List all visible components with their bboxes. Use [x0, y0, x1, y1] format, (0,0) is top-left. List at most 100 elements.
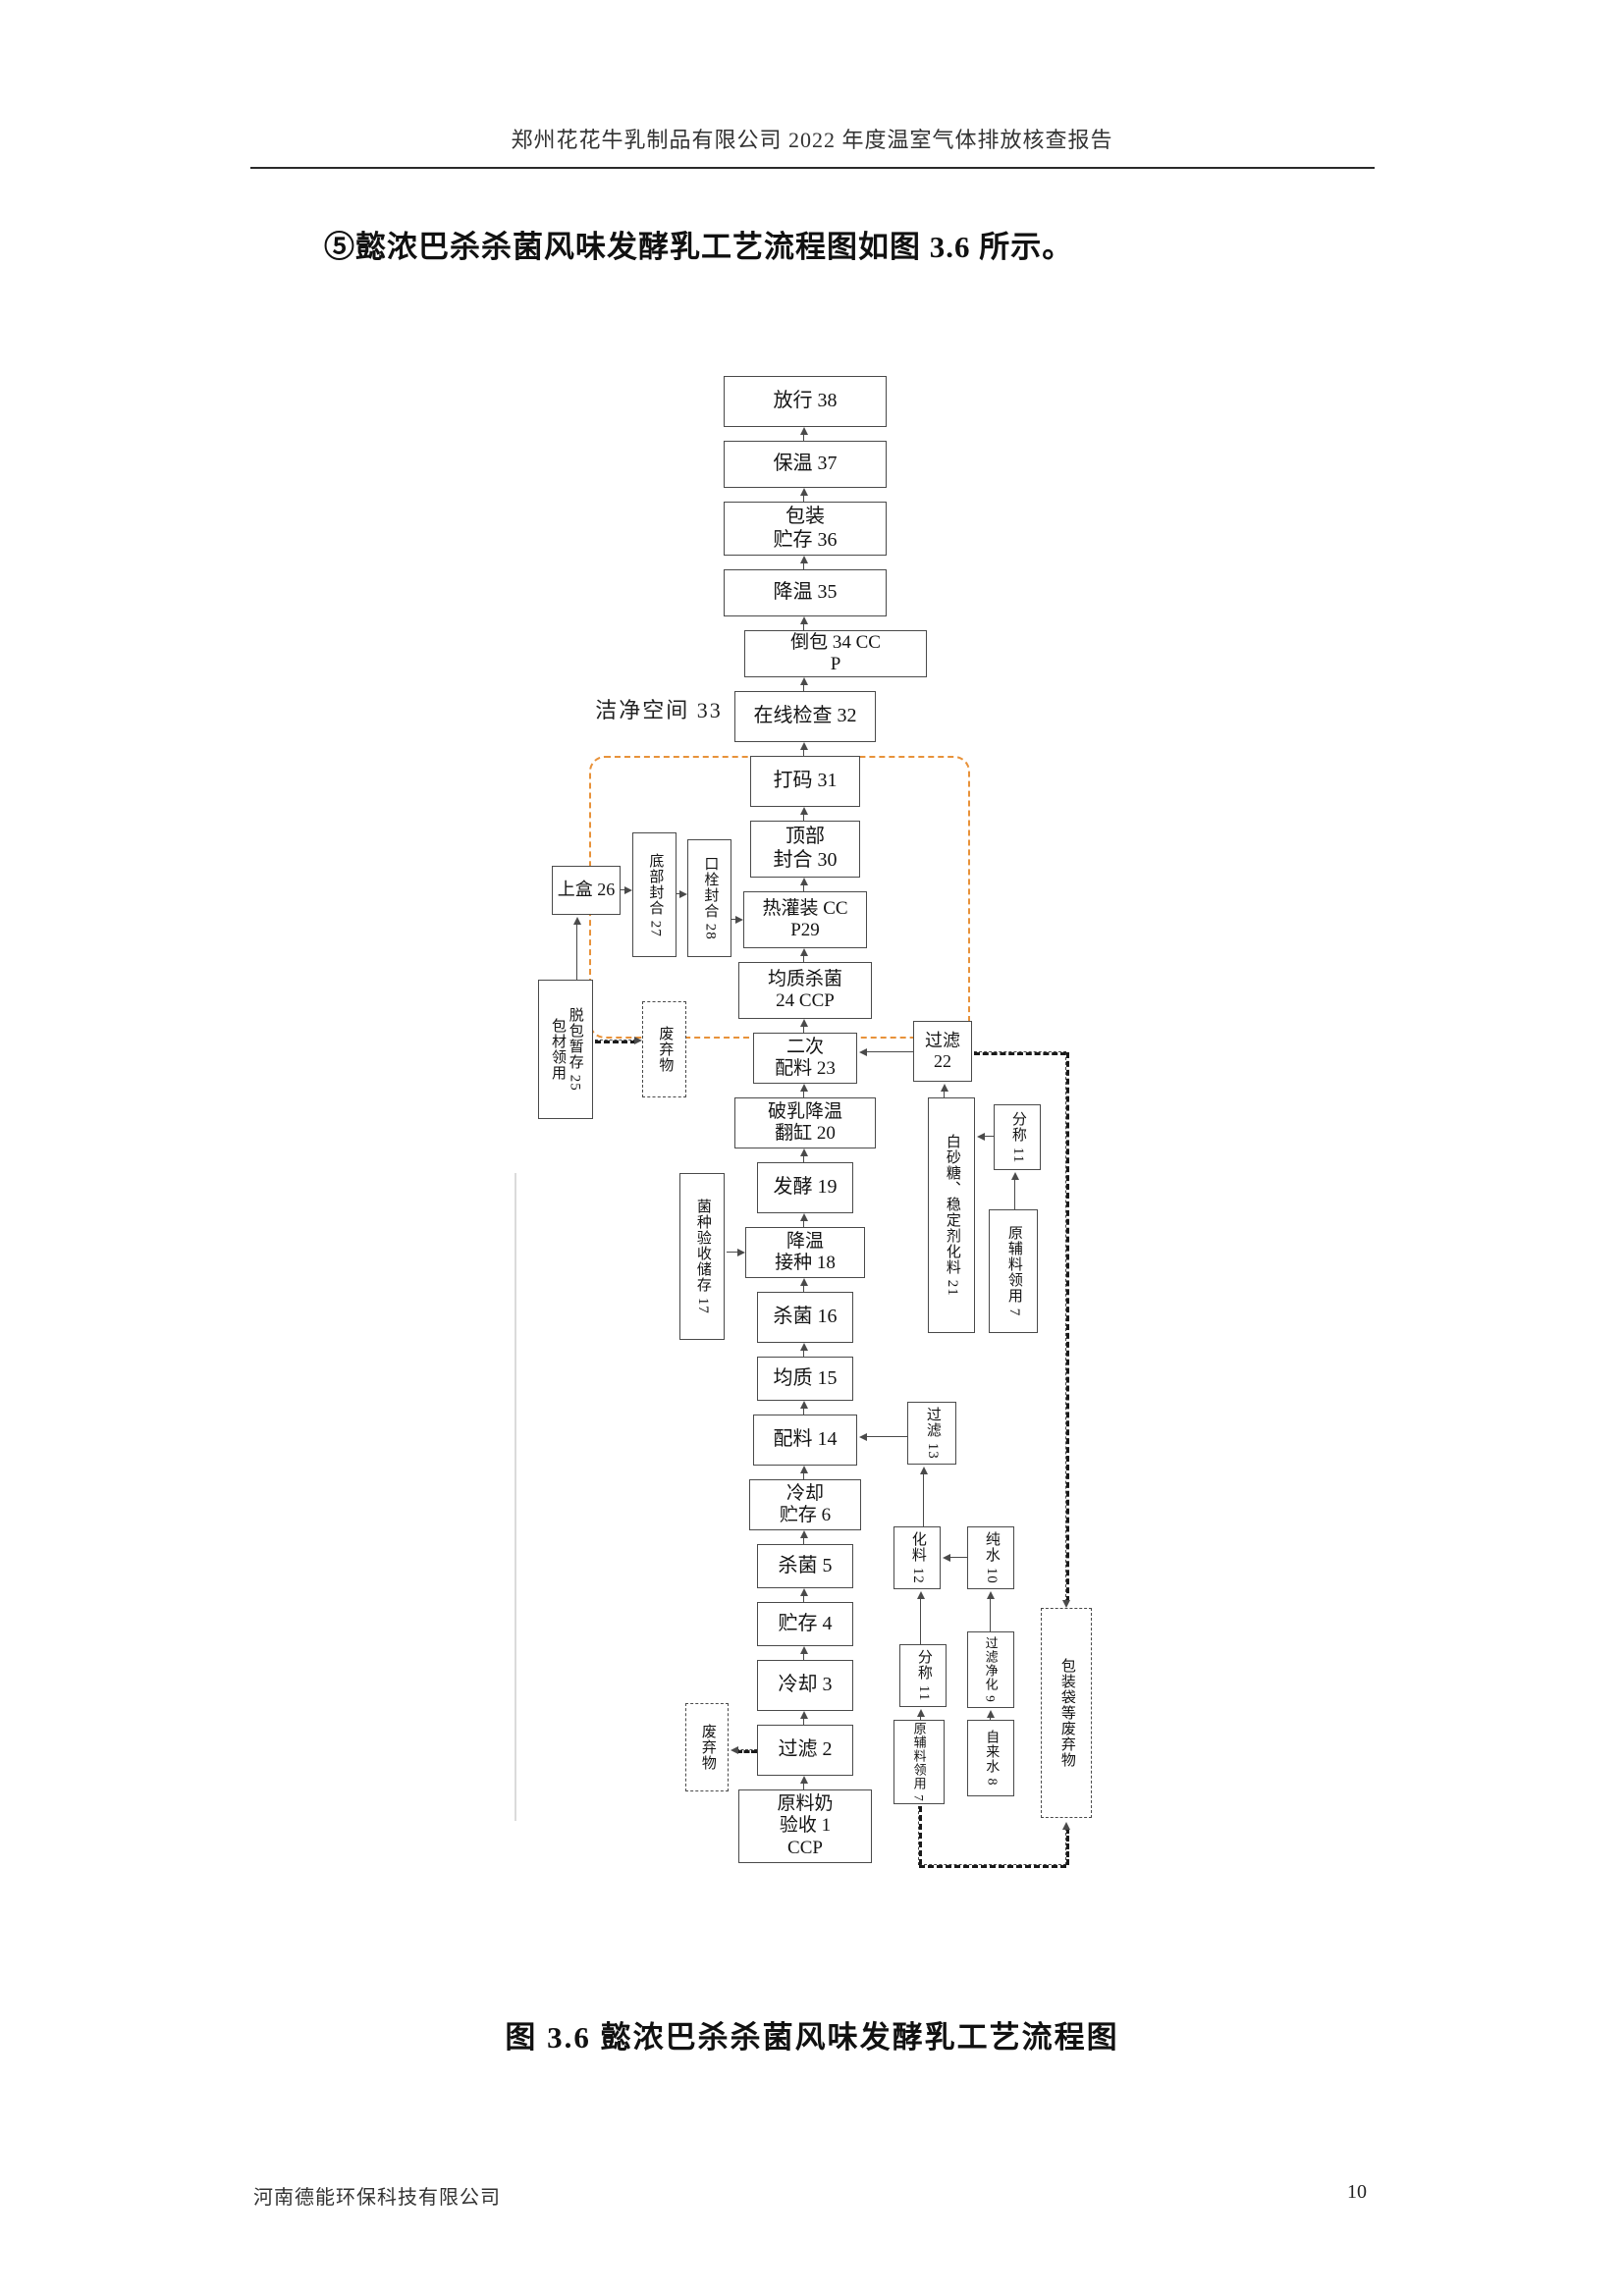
flow-node-label-7b: 原辅料领用 7: [911, 1722, 927, 1802]
flow-node-label-34: 倒包 34 CC P: [790, 631, 881, 674]
flow-node-label-1: 原料奶 验收 1 CCP: [777, 1792, 834, 1858]
flow-connector: [800, 488, 808, 502]
flow-node-18: 降温 接种 18: [745, 1227, 865, 1278]
flow-node-12: 化料 12: [893, 1526, 941, 1589]
flow-node-label-wB: 废弃物: [699, 1724, 716, 1771]
flow-connector: [1062, 1052, 1070, 1608]
flow-node-wB: 废弃物: [685, 1703, 729, 1791]
flow-node-6: 冷却 贮存 6: [749, 1479, 861, 1530]
flow-node-29: 热灌装 CC P29: [743, 891, 867, 948]
flow-connector: [731, 1746, 757, 1754]
flow-node-24: 均质杀菌 24 CCP: [738, 962, 872, 1019]
flow-connector: [800, 1278, 808, 1292]
flow-node-35: 降温 35: [724, 569, 887, 616]
flow-connector: [800, 1588, 808, 1602]
flow-node-23: 二次 配料 23: [753, 1033, 857, 1084]
flow-connector: [917, 1591, 925, 1644]
flow-node-label-28: 口栓封合 28: [702, 856, 719, 940]
flow-node-16: 杀菌 16: [757, 1292, 853, 1343]
flow-node-label-35: 降温 35: [773, 581, 838, 604]
flow-node-label-19: 发酵 19: [773, 1176, 838, 1199]
flow-connector: [977, 1133, 994, 1141]
flow-node-30: 顶部 封合 30: [750, 821, 860, 878]
flow-connector: [800, 1646, 808, 1660]
flow-node-label-8: 自来水 8: [984, 1730, 1000, 1787]
flow-node-label-15: 均质 15: [773, 1366, 838, 1389]
flow-node-label-38: 放行 38: [773, 390, 838, 412]
flow-connector: [859, 1048, 913, 1056]
flow-node-label-5: 杀菌 5: [778, 1554, 833, 1576]
flow-node-label-14: 配料 14: [773, 1428, 838, 1451]
flow-node-11b: 分称 11: [899, 1644, 947, 1707]
flow-connector: [943, 1554, 967, 1562]
flow-node-label-13: 过滤 13: [924, 1407, 941, 1460]
flow-node-21: 白砂糖、稳定剂化料 21: [928, 1097, 975, 1333]
flow-connector: [974, 1048, 1066, 1056]
flow-node-label-32: 在线检查 32: [753, 705, 857, 727]
flow-node-9: 过滤净化 9: [967, 1631, 1014, 1708]
flow-node-28: 口栓封合 28: [687, 839, 731, 957]
flow-node-label-17: 菌种验收储存 17: [694, 1199, 711, 1314]
flow-node-26: 上盒 26: [552, 866, 621, 915]
flow-node-17: 菌种验收储存 17: [679, 1173, 725, 1340]
flow-connector: [917, 1709, 925, 1720]
flow-node-31: 打码 31: [750, 756, 860, 807]
flow-node-34: 倒包 34 CC P: [744, 630, 927, 677]
flow-connector: [919, 1861, 1066, 1869]
footer-company: 河南德能环保科技有限公司: [253, 2187, 501, 2209]
flow-connector: [727, 1249, 745, 1256]
footer-page-number: 10: [1347, 2181, 1367, 2203]
flow-node-label-3: 冷却 3: [778, 1674, 833, 1696]
flow-node-7a: 原辅料领用 7: [989, 1209, 1038, 1333]
flow-connector: [800, 1084, 808, 1097]
flow-node-37: 保温 37: [724, 441, 887, 488]
flow-node-label-7a: 原辅料领用 7: [1005, 1225, 1022, 1317]
flow-node-label-12: 化料 12: [909, 1531, 926, 1584]
flow-node-label-30: 顶部 封合 30: [773, 826, 838, 871]
flow-node-label-11b: 分称 11: [915, 1649, 932, 1702]
flow-node-2: 过滤 2: [757, 1725, 853, 1776]
flow-connector: [859, 1433, 907, 1441]
flow-connector: [987, 1710, 995, 1720]
flow-connector: [800, 1466, 808, 1479]
flow-node-label-wC: 包装袋等废弃物: [1058, 1658, 1075, 1768]
flow-connector: [800, 1776, 808, 1789]
flow-connector: [800, 556, 808, 569]
flow-node-20: 破乳降温 翻缸 20: [734, 1097, 876, 1148]
flow-node-27: 底部封合 27: [632, 832, 677, 957]
flow-node-label-25: 包材领用 脱包暂存 25: [550, 1007, 583, 1092]
flow-connector: [573, 917, 581, 980]
flow-connector: [941, 1084, 948, 1097]
flow-connector: [987, 1591, 995, 1631]
flow-node-wC: 包装袋等废弃物: [1041, 1608, 1092, 1818]
flow-node-label-2: 过滤 2: [778, 1738, 833, 1761]
scan-artifact-line: [514, 1173, 516, 1821]
body-paragraph: ⑤懿浓巴杀杀菌风味发酵乳工艺流程图如图 3.6 所示。: [324, 230, 1074, 264]
flow-connector: [800, 1148, 808, 1162]
flow-node-7b: 原辅料领用 7: [893, 1720, 945, 1804]
flow-node-label-16: 杀菌 16: [773, 1306, 838, 1328]
flow-connector: [800, 677, 808, 691]
flow-node-25: 包材领用 脱包暂存 25: [538, 980, 593, 1119]
flow-node-label-18: 降温 接种 18: [775, 1230, 836, 1273]
flow-node-label-21: 白砂糖、稳定剂化料 21: [944, 1134, 960, 1297]
flow-connector: [1062, 1822, 1070, 1865]
flow-node-label-4: 贮存 4: [778, 1612, 833, 1634]
flow-node-label-29: 热灌装 CC P29: [762, 897, 848, 940]
flow-connector: [800, 1213, 808, 1227]
flow-node-13: 过滤 13: [907, 1402, 956, 1465]
flow-node-label-36: 包装 贮存 36: [773, 505, 838, 551]
flow-node-1: 原料奶 验收 1 CCP: [738, 1789, 872, 1863]
flow-connector: [800, 427, 808, 441]
flow-node-label-9: 过滤净化 9: [983, 1636, 999, 1703]
flow-node-32: 在线检查 32: [734, 691, 876, 742]
flow-node-3: 冷却 3: [757, 1660, 853, 1711]
flow-connector: [915, 1806, 923, 1865]
flow-node-5: 杀菌 5: [757, 1544, 853, 1588]
flow-connector: [920, 1467, 928, 1526]
flow-node-33: 洁净空间 33: [586, 687, 731, 734]
flow-node-label-37: 保温 37: [773, 453, 838, 475]
flow-node-4: 贮存 4: [757, 1602, 853, 1646]
flow-node-label-wA: 废弃物: [657, 1026, 674, 1073]
